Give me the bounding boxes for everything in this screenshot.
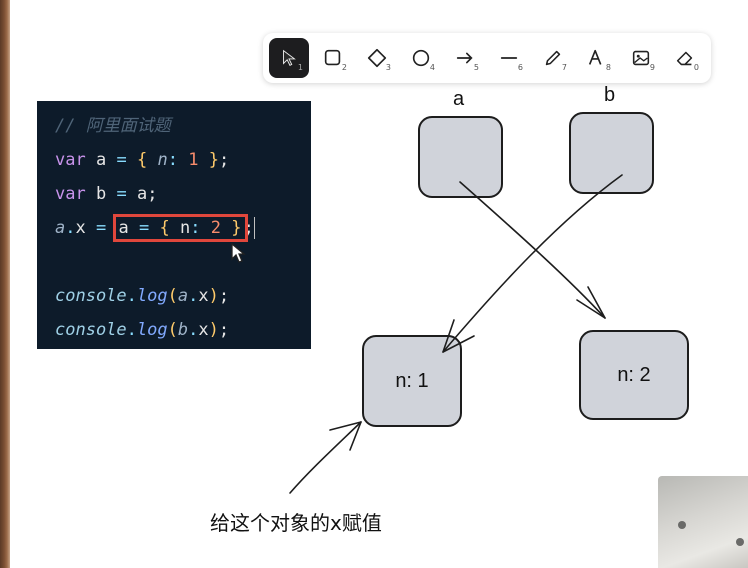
- pencil-icon: [545, 50, 561, 66]
- line-tool-button[interactable]: 6: [489, 38, 529, 78]
- object-n2-box[interactable]: n: 2: [579, 330, 689, 420]
- code-line-2: var b = a;: [55, 184, 158, 204]
- text-icon: [588, 49, 602, 65]
- tool-shortcut: 5: [473, 63, 479, 72]
- eraser-tool-button[interactable]: 0: [665, 38, 705, 78]
- label-a: a: [453, 88, 465, 110]
- variable-b-box[interactable]: [569, 112, 654, 194]
- webcam-detail: [678, 521, 686, 529]
- code-snippet-image[interactable]: // 阿里面试题 var a = { n: 1 }; var b = a; a.…: [37, 101, 311, 349]
- label-b: b: [604, 84, 616, 106]
- arrow-b-to-n1[interactable]: [442, 174, 623, 353]
- arrow-caption-to-n1[interactable]: [289, 421, 362, 494]
- selection-tool-button[interactable]: 1: [269, 38, 309, 78]
- tool-shortcut: 6: [517, 63, 523, 72]
- tool-shortcut: 7: [561, 63, 567, 72]
- tool-shortcut: 8: [605, 63, 611, 72]
- tool-shortcut: 9: [649, 63, 655, 72]
- pointer-icon: [283, 49, 296, 66]
- tool-shortcut: 0: [693, 63, 699, 72]
- webcam-detail: [736, 538, 744, 546]
- arrow-tool-button[interactable]: 5: [445, 38, 485, 78]
- draw-tool-button[interactable]: 7: [533, 38, 573, 78]
- desk-edge: [0, 0, 10, 568]
- code-line-3: a.x = a = { n: 2 };: [55, 214, 255, 242]
- code-line-1: var a = { n: 1 };: [55, 150, 230, 170]
- mouse-cursor-icon: [231, 243, 246, 263]
- image-tool-button[interactable]: 9: [621, 38, 661, 78]
- ellipse-tool-button[interactable]: 4: [401, 38, 441, 78]
- tool-shortcut: 3: [385, 63, 391, 72]
- text-caret: [253, 217, 255, 239]
- code-line-5: console.log(a.x);: [55, 286, 230, 306]
- object-n1-label: n: 1: [395, 369, 429, 392]
- tool-shortcut: 4: [429, 63, 435, 72]
- diamond-icon: [367, 48, 387, 68]
- arrow-right-icon: [456, 52, 473, 64]
- webcam-overlay: [658, 476, 748, 568]
- tool-shortcut: 1: [297, 63, 303, 72]
- variable-a-box[interactable]: [418, 116, 503, 198]
- object-n2-label: n: 2: [617, 363, 651, 386]
- circle-icon: [412, 49, 430, 67]
- drawing-toolbar: 1 2 3 4 5 6 7 8 9 0: [263, 33, 711, 83]
- text-tool-button[interactable]: 8: [577, 38, 617, 78]
- rectangle-tool-button[interactable]: 2: [313, 38, 353, 78]
- image-icon: [632, 50, 650, 66]
- code-line-6: console.log(b.x);: [55, 320, 230, 340]
- eraser-icon: [676, 51, 693, 66]
- highlighted-expression: a = { n: 2 }: [112, 214, 248, 242]
- line-icon: [500, 57, 518, 59]
- diamond-tool-button[interactable]: 3: [357, 38, 397, 78]
- code-comment: // 阿里面试题: [55, 116, 171, 136]
- tool-shortcut: 2: [341, 63, 347, 72]
- arrow-a-to-n2[interactable]: [459, 181, 606, 319]
- rectangle-icon: [324, 49, 341, 66]
- annotation-caption: 给这个对象的x赋值: [210, 511, 382, 535]
